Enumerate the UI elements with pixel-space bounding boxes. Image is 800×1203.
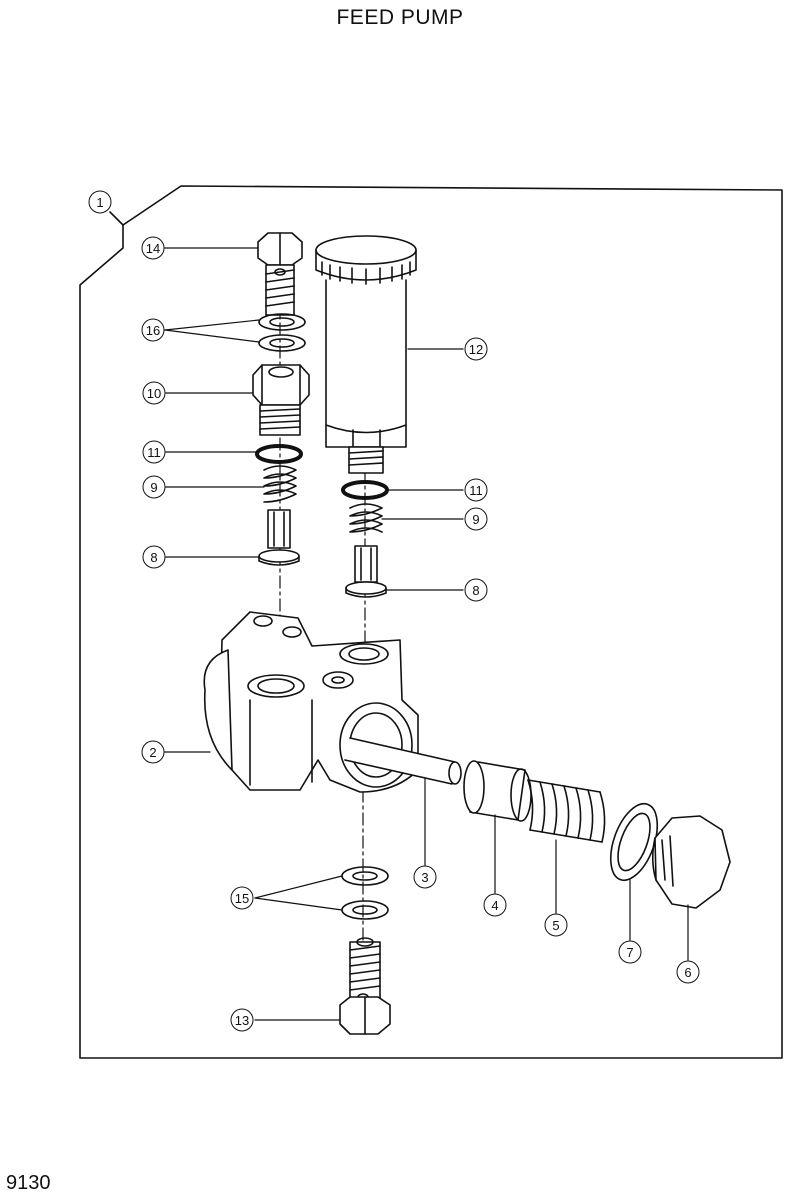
svg-text:11: 11 [469, 483, 483, 498]
fitting-10 [252, 364, 310, 436]
svg-text:16: 16 [146, 323, 160, 338]
washers-16 [258, 313, 306, 352]
svg-text:4: 4 [491, 898, 498, 913]
svg-text:9: 9 [472, 512, 479, 527]
svg-text:11: 11 [147, 445, 161, 460]
callout-8-left: 8 [142, 545, 166, 569]
callout-15: 15 [230, 886, 254, 910]
svg-text:1: 1 [96, 195, 103, 210]
assembly-frame [79, 185, 783, 1059]
callout-5: 5 [544, 913, 568, 937]
svg-text:10: 10 [147, 386, 161, 401]
callout-12: 12 [464, 337, 488, 361]
callout-7: 7 [618, 940, 642, 964]
callout-6: 6 [676, 960, 700, 984]
plunger-rod-3 [344, 737, 462, 785]
svg-text:13: 13 [235, 1013, 249, 1028]
callout-1: 1 [88, 190, 112, 214]
svg-text:6: 6 [684, 965, 691, 980]
callout-3: 3 [413, 865, 437, 889]
callout-11-left: 11 [142, 440, 166, 464]
valve-right [345, 545, 387, 598]
frame-notch [109, 211, 124, 226]
svg-text:8: 8 [150, 550, 157, 565]
callout-2: 2 [141, 740, 165, 764]
spring-right [349, 503, 383, 533]
svg-text:12: 12 [469, 342, 483, 357]
svg-text:15: 15 [235, 891, 249, 906]
svg-text:5: 5 [552, 918, 559, 933]
valve-left [258, 509, 300, 566]
spring-5 [527, 779, 606, 843]
svg-text:9: 9 [150, 480, 157, 495]
callout-10: 10 [142, 381, 166, 405]
spring-left [263, 465, 297, 503]
callout-13: 13 [230, 1008, 254, 1032]
callout-14: 14 [141, 236, 165, 260]
svg-text:2: 2 [149, 745, 156, 760]
plug-6 [651, 815, 731, 909]
primer-pump-12 [315, 235, 417, 474]
leader-lines [164, 247, 689, 1021]
page-number: 9130 [6, 1172, 51, 1194]
svg-text:8: 8 [472, 583, 479, 598]
callout-9-right: 9 [464, 507, 488, 531]
banjo-bolt-bottom [339, 937, 391, 1035]
callout-16: 16 [141, 318, 165, 342]
svg-text:7: 7 [626, 945, 633, 960]
o-ring-left [255, 444, 303, 464]
callout-4: 4 [483, 893, 507, 917]
callout-8-right: 8 [464, 578, 488, 602]
diagram-title: FEED PUMP [336, 6, 464, 29]
svg-text:3: 3 [421, 870, 428, 885]
callout-11-right: 11 [464, 478, 488, 502]
callouts: 1 14 16 10 11 9 8 12 11 9 8 2 3 4 5 7 6 … [88, 190, 700, 1032]
washers-15 [341, 866, 389, 920]
callout-9-left: 9 [142, 475, 166, 499]
piston-4 [463, 760, 532, 822]
banjo-bolt-top [257, 232, 303, 316]
svg-text:14: 14 [146, 241, 160, 256]
